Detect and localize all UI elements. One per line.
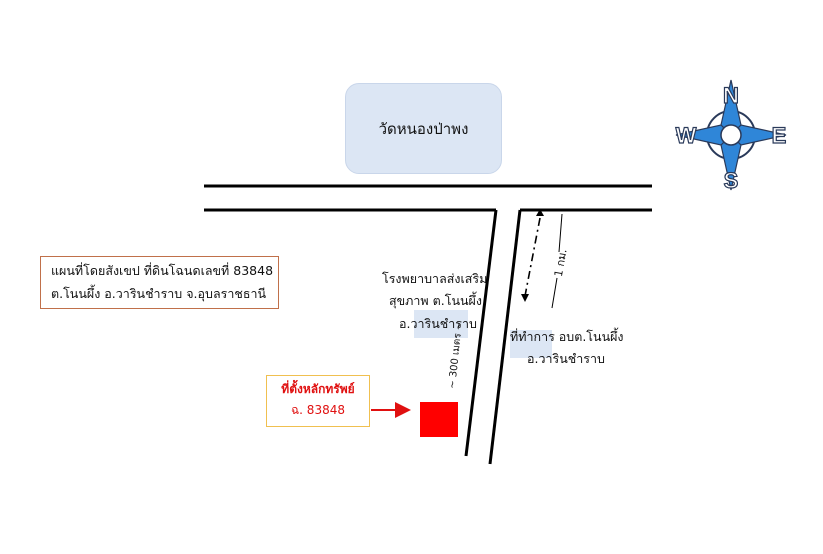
side-road-left-edge: [464, 209, 498, 457]
property-line2: ฉ. 83848: [291, 403, 345, 417]
property-label-box: ที่ตั้งหลักทรัพย์ ฉ. 83848: [266, 375, 370, 427]
office-line1: ที่ทำการ อบต.โนนผึ้ง: [510, 329, 624, 344]
hospital-line2: สุขภาพ ต.โนนผึ้ง: [389, 293, 482, 308]
temple-landmark: วัดหนองป่าพง: [345, 83, 502, 174]
hospital-line3: อ.วารินชำราบ: [399, 316, 477, 331]
hospital-highlight: [414, 310, 468, 338]
compass-letter-east: E: [772, 123, 787, 148]
compass-rose: N S E W: [675, 79, 787, 194]
distance-1km-arrow-top: [536, 209, 544, 216]
hospital-line1: โรงพยาบาลส่งเสริม: [382, 271, 488, 286]
temple-label: วัดหนองป่าพง: [378, 119, 469, 138]
map-title-line2: ต.โนนผึ้ง อ.วารินชำราบ จ.อุบลราชธานี: [51, 286, 267, 301]
property-marker: [420, 402, 458, 437]
office-highlight: [510, 330, 552, 358]
map-title-box: แผนที่โดยสังเขป ที่ดินโฉนดเลขที่ 83848 ต…: [40, 256, 279, 309]
map-title-line1: แผนที่โดยสังเขป ที่ดินโฉนดเลขที่ 83848: [51, 263, 274, 278]
distance-1km-line: [524, 217, 541, 297]
property-line1: ที่ตั้งหลักทรัพย์: [281, 382, 355, 396]
distance-1km-arrow-bottom: [521, 294, 529, 302]
side-road-right-edge: [488, 209, 522, 465]
compass-letter-south: S: [724, 168, 739, 193]
distance-1km-tick-top: [558, 213, 563, 253]
compass-letter-west: W: [676, 123, 697, 148]
office-line2: อ.วารินชำราบ: [527, 351, 605, 366]
compass-letter-north: N: [723, 83, 739, 108]
distance-1km-tick-bottom: [551, 277, 558, 309]
